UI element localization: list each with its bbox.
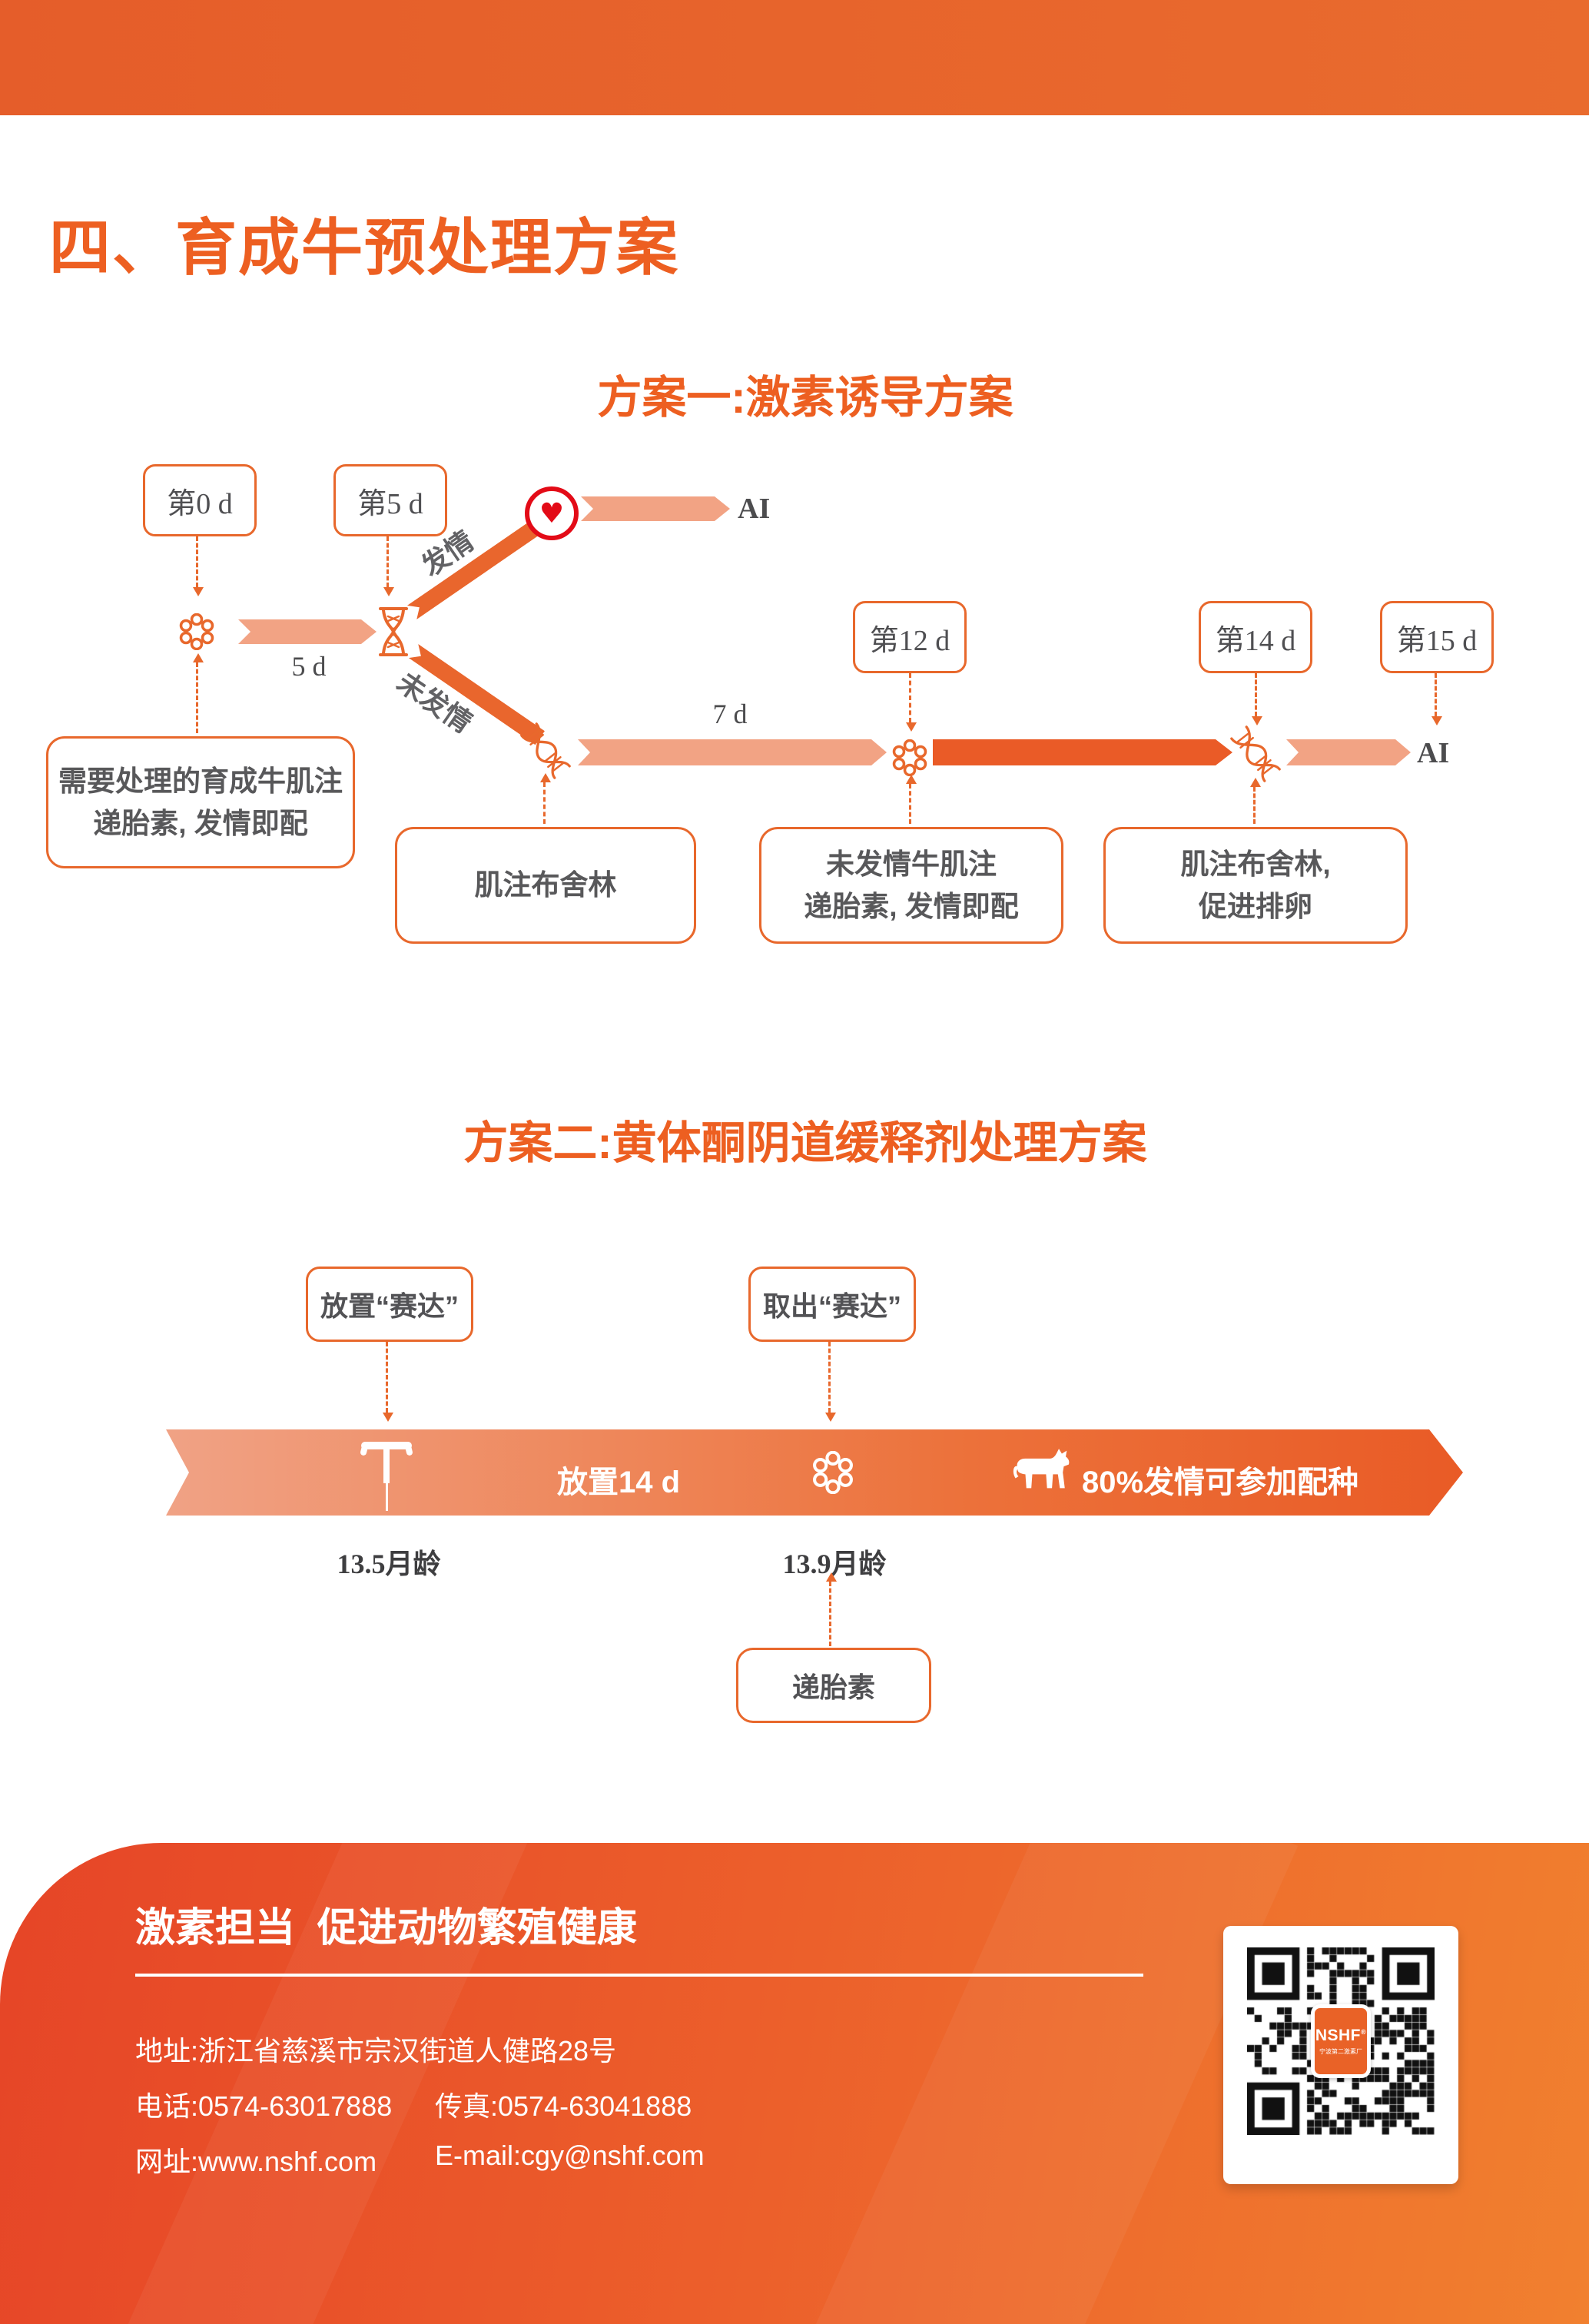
- dashed-arrow-day15: [1431, 673, 1442, 725]
- dashed-arrow-day5: [383, 536, 394, 596]
- footer-fax: 传真:0574-63041888: [435, 2090, 692, 2122]
- hormone-molecule-icon-day12: [892, 739, 927, 776]
- note-buserelin-label: 肌注布舍林: [474, 869, 617, 901]
- footer-email: E-mail:cgy@nshf.com: [435, 2140, 705, 2171]
- age-insert-label: 13.5月龄: [337, 1549, 441, 1579]
- plan1-subtitle: 方案一:激素诱导方案: [597, 373, 1013, 423]
- note-start-line1: 需要处理的育成牛肌注: [58, 765, 343, 797]
- footer-address: 地址:浙江省慈溪市宗汉街道人健路28号: [135, 2035, 617, 2067]
- dashed-arrow-note-ovulate: [1250, 778, 1261, 824]
- dashed-arrow-day0: [193, 536, 204, 596]
- dashed-arrow-pg: [826, 1572, 837, 1646]
- note-noestrus-line1: 未发情牛肌注: [826, 848, 997, 880]
- ribbon-arrow-5d: [238, 619, 377, 644]
- insert-cidr-box: 放置“赛达”: [306, 1267, 473, 1342]
- note-box-noestrus: 未发情牛肌注 递胎素, 发情即配: [759, 827, 1063, 944]
- note-box-ovulate: 肌注布舍林, 促进排卵: [1103, 827, 1408, 944]
- dna-icon-buserelin: [520, 722, 571, 779]
- qr-logo-subtext: 宁波第二激素厂: [1319, 2047, 1362, 2055]
- plan2-title: 方案二:黄体酮阴道缓释剂处理方案: [463, 1118, 1147, 1168]
- note-start-line2: 递胎素, 发情即配: [93, 808, 308, 839]
- ribbon-arrow-dark-12-14: [933, 739, 1232, 765]
- footer-slogan: 激素担当 促进动物繁殖健康: [135, 1906, 637, 1950]
- remove-cidr-box: 取出“赛达”: [748, 1267, 916, 1342]
- header-bar: [0, 0, 1589, 115]
- cidr-device-icon: [360, 1442, 413, 1511]
- heart-icon: ♥: [525, 486, 579, 540]
- plan2-result-label: 80%发情可参加配种: [1082, 1466, 1359, 1499]
- dashed-arrow-note-noestrus: [906, 775, 917, 824]
- hourglass-icon: [379, 607, 408, 656]
- note-box-start: 需要处理的育成牛肌注 递胎素, 发情即配: [46, 736, 355, 868]
- ai-label-end: AI: [1417, 737, 1450, 769]
- qr-logo-text: NSHF: [1315, 2026, 1362, 2044]
- hormone-molecule-icon: [179, 613, 214, 650]
- ai-label-top: AI: [738, 493, 771, 525]
- cow-icon: [1013, 1449, 1070, 1489]
- note-box-buserelin: 肌注布舍林: [395, 827, 696, 944]
- dna-icon-day14: [1230, 725, 1281, 782]
- plan2-duration-label: 放置14 d: [556, 1466, 681, 1499]
- footer-light-ray: [791, 1843, 1299, 2324]
- note-ovulate-line1: 肌注布舍林,: [1180, 848, 1331, 880]
- footer-website: 网址:www.nshf.com: [135, 2146, 377, 2177]
- footer-phone: 电话:0574-63017888: [135, 2090, 393, 2122]
- duration-5d-label: 5 d: [291, 651, 327, 682]
- dashed-arrow-day12: [906, 673, 917, 732]
- ribbon-arrow-to-ai-top: [581, 496, 730, 521]
- day-box-0: 第0 d: [143, 464, 257, 536]
- day-box-15: 第15 d: [1380, 601, 1494, 673]
- hormone-molecule-icon-white: [813, 1451, 853, 1494]
- dashed-arrow-remove: [825, 1342, 836, 1422]
- day-box-14: 第14 d: [1199, 601, 1312, 673]
- note-ovulate-line2: 促进排卵: [1199, 891, 1312, 922]
- ribbon-arrow-7d: [578, 739, 887, 765]
- ribbon-arrow-to-ai-end: [1286, 739, 1411, 765]
- footer-divider: [135, 1974, 1143, 1977]
- qr-logo-reg: ®: [1361, 2027, 1367, 2036]
- duration-7d-label: 7 d: [712, 699, 748, 729]
- page-title: 四、育成牛预处理方案: [49, 214, 679, 282]
- note-noestrus-line2: 递胎素, 发情即配: [804, 891, 1019, 922]
- dashed-arrow-note-buserelin: [540, 773, 551, 824]
- day-box-5: 第5 d: [333, 464, 447, 536]
- dashed-arrow-day14: [1252, 673, 1262, 725]
- qr-center-logo: NSHF® 宁波第二激素厂: [1311, 2004, 1371, 2078]
- dashed-arrow-note-start: [193, 653, 204, 733]
- day-box-12: 第12 d: [853, 601, 967, 673]
- note-box-pg: 递胎素: [736, 1648, 931, 1723]
- dashed-arrow-insert: [383, 1342, 393, 1422]
